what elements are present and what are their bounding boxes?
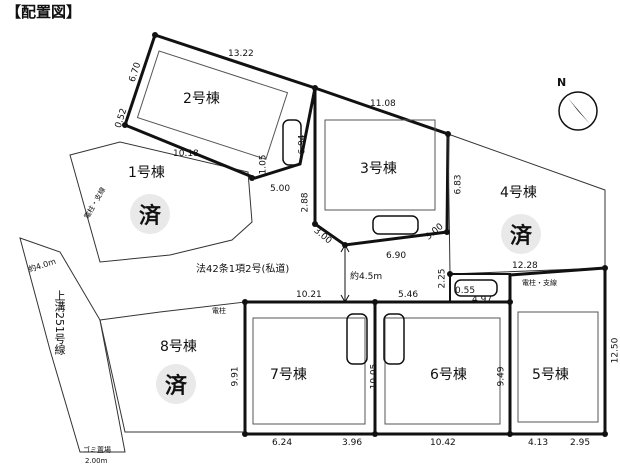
public-road-name: 上溝251号線 [53, 290, 66, 355]
dim-label: 9.49 [496, 366, 507, 387]
dim-label: 2.88 [300, 192, 311, 213]
sold-badge: 済 [156, 364, 196, 404]
garbage-label: ゴミ置場 [83, 446, 111, 454]
lot7-label: 7号棟 [270, 367, 307, 383]
private-road-width: 約4.5m [350, 272, 383, 282]
lot1-outline [69, 141, 253, 263]
lot5-building [517, 311, 599, 423]
dim-label: 6.24 [272, 438, 293, 448]
dim-label: 10.42 [430, 438, 456, 448]
sold-badge: 済 [130, 194, 170, 234]
dim-label: 10.21 [296, 290, 322, 300]
car-icon [454, 279, 498, 297]
public-road-outline [19, 237, 126, 453]
lot8-label: 8号棟 [160, 339, 197, 355]
page-title: 【配置図】 [6, 3, 82, 21]
dim-label: 6.90 [386, 251, 407, 261]
lot3-boundary [313, 85, 450, 247]
car-icon [282, 119, 302, 166]
dim-label: 12.28 [512, 261, 538, 271]
lot4-label: 4号棟 [500, 185, 537, 201]
dim-label: 1.05 [258, 154, 269, 175]
lot7-boundary [243, 300, 377, 436]
lot2-building [136, 50, 289, 160]
car-icon [372, 215, 419, 235]
private-road-label: 法42条1項2号(私道) [196, 264, 290, 275]
dim-label: 5.46 [398, 290, 419, 300]
lot6-building [384, 317, 501, 425]
dim-label: 4.13 [528, 438, 549, 448]
car-icon [346, 313, 368, 365]
garbage-width: 2.00m [85, 457, 108, 465]
dim-label: 6.83 [453, 174, 464, 195]
sold-badge: 済 [501, 214, 541, 254]
dim-label: 11.08 [370, 99, 396, 109]
dim-label: 0.55 [455, 286, 476, 296]
dim-label: 10.05 [369, 363, 380, 390]
lot2-label: 2号棟 [183, 91, 220, 107]
lot3-label: 3号棟 [360, 161, 397, 177]
lot2-boundary [123, 33, 317, 180]
pole-label-east: 電柱・支線 [522, 279, 557, 287]
dim-label: 9.91 [230, 366, 241, 387]
car-icon [383, 313, 405, 365]
dim-label: 12.50 [610, 337, 620, 364]
dim-label: 3.96 [342, 438, 363, 448]
dim-label: 6.94 [297, 134, 308, 155]
lot6-label: 6号棟 [430, 367, 467, 383]
dim-label: 10.18 [173, 149, 199, 159]
lot5-boundary [508, 266, 607, 436]
lot3-building [324, 119, 436, 211]
lot1-label: 1号棟 [128, 165, 165, 181]
dim-label: 13.22 [228, 49, 254, 59]
pole-short-label: 電柱 [212, 307, 226, 315]
compass-north-label: N [557, 76, 567, 89]
lot7-building [252, 317, 366, 425]
dim-label: 4.97 [472, 295, 493, 305]
boundary-points [122, 32, 608, 437]
dim-label: 5.00 [270, 184, 291, 194]
dim-label: 2.25 [437, 268, 448, 289]
lot5-label: 5号棟 [532, 367, 569, 383]
dim-label: 2.95 [570, 438, 591, 448]
